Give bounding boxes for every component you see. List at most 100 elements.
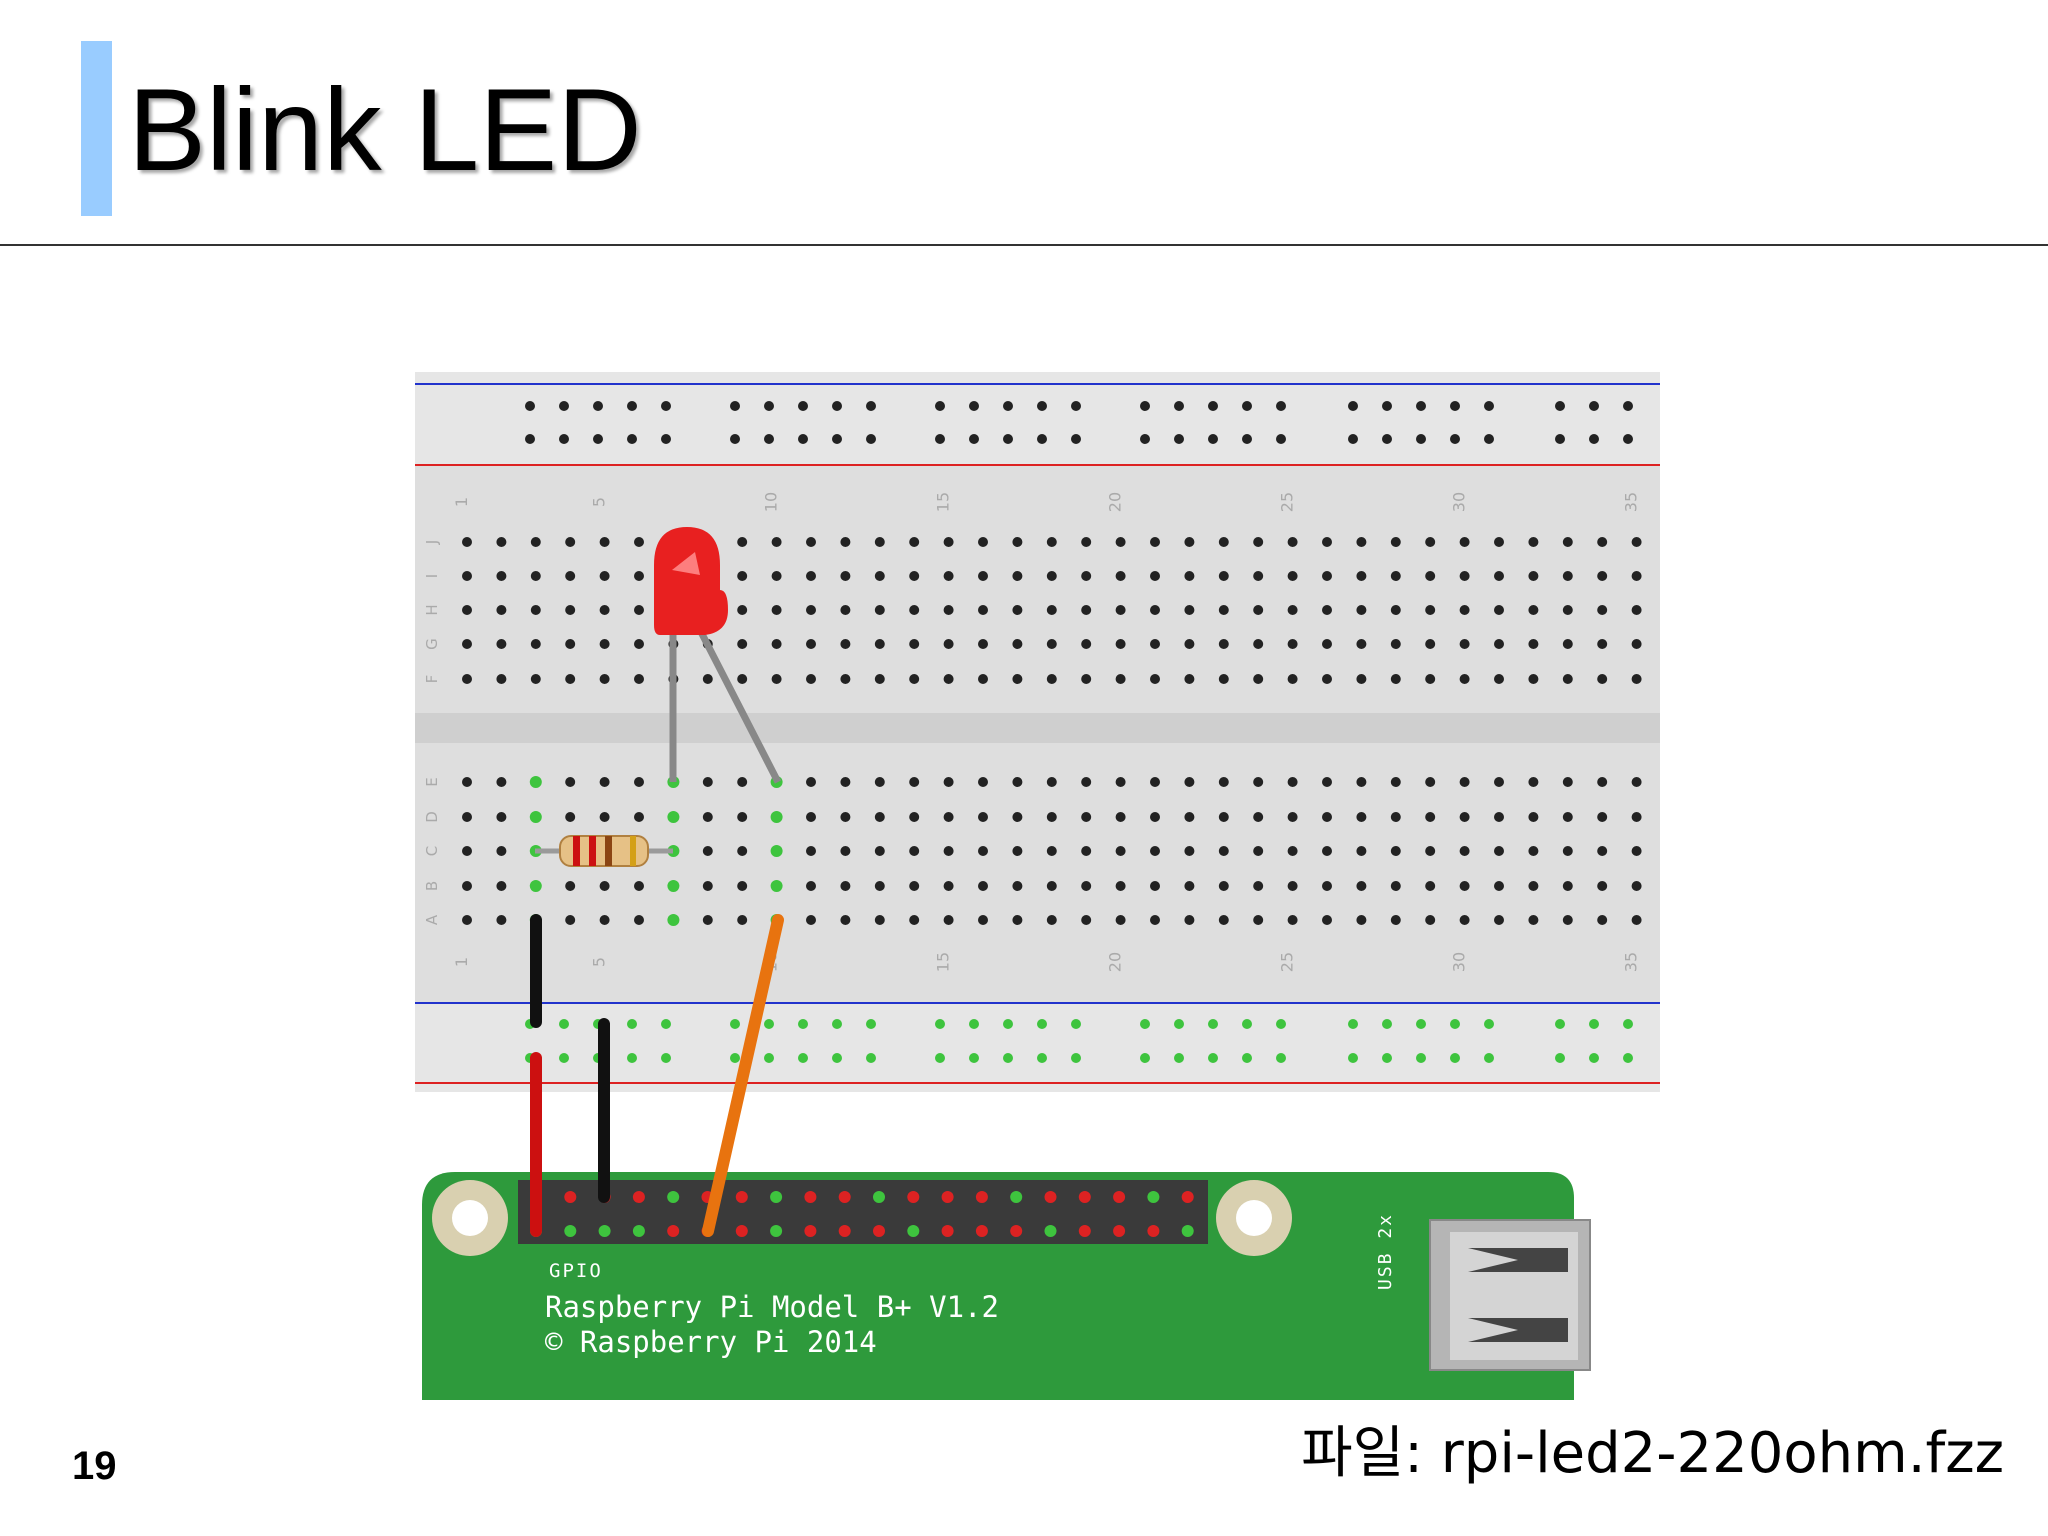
power-rail-hole bbox=[1623, 1019, 1633, 1029]
breadboard-hole bbox=[667, 880, 680, 892]
power-rail-hole bbox=[764, 1019, 774, 1029]
breadboard-hole bbox=[737, 605, 748, 615]
breadboard-hole bbox=[909, 639, 920, 649]
breadboard-hole bbox=[1459, 639, 1470, 649]
breadboard-hole bbox=[806, 537, 816, 547]
breadboard-hole bbox=[1528, 674, 1539, 684]
breadboard-hole bbox=[1356, 812, 1367, 822]
breadboard-hole bbox=[1390, 639, 1401, 649]
breadboard-hole bbox=[737, 571, 748, 581]
power-rail-hole bbox=[832, 434, 842, 444]
breadboard-hole bbox=[1218, 605, 1229, 615]
power-rail-hole bbox=[559, 1053, 569, 1063]
power-rail-hole bbox=[1242, 434, 1252, 444]
breadboard-hole bbox=[1046, 881, 1057, 891]
breadboard-hole bbox=[1081, 915, 1092, 925]
power-rail-hole bbox=[798, 1019, 808, 1029]
breadboard-hole bbox=[1631, 537, 1642, 547]
power-rail-hole bbox=[1174, 434, 1184, 444]
breadboard-hole bbox=[840, 846, 851, 856]
power-rail-hole bbox=[1416, 434, 1426, 444]
breadboard-hole bbox=[737, 639, 748, 649]
breadboard-hole bbox=[1184, 777, 1195, 787]
breadboard-hole bbox=[1081, 571, 1092, 581]
breadboard-hole bbox=[1218, 571, 1229, 581]
breadboard-hole bbox=[1494, 639, 1504, 649]
breadboard-hole bbox=[1046, 674, 1057, 684]
breadboard-hole bbox=[1012, 674, 1023, 684]
breadboard-hole bbox=[1562, 777, 1573, 787]
gpio-pin bbox=[598, 1225, 611, 1237]
breadboard-hole bbox=[599, 881, 610, 891]
power-rail-hole bbox=[1484, 434, 1494, 444]
breadboard-hole bbox=[874, 846, 885, 856]
breadboard-hole bbox=[1597, 846, 1608, 856]
breadboard-hole bbox=[1356, 674, 1367, 684]
column-number: 1 bbox=[452, 957, 471, 967]
breadboard-hole bbox=[634, 571, 644, 581]
column-number: 20 bbox=[1106, 492, 1125, 512]
breadboard-hole bbox=[1287, 537, 1298, 547]
breadboard-hole bbox=[874, 605, 885, 615]
breadboard-hole bbox=[1631, 639, 1642, 649]
power-rail-hole bbox=[730, 1053, 740, 1063]
breadboard-hole bbox=[702, 846, 713, 856]
led-highlight bbox=[672, 552, 700, 575]
power-rail-hole bbox=[798, 434, 808, 444]
breadboard-hole bbox=[1218, 537, 1229, 547]
breadboard-hole bbox=[1081, 777, 1092, 787]
power-rail-hole bbox=[1623, 401, 1633, 411]
breadboard-hole bbox=[1597, 605, 1608, 615]
breadboard-hole bbox=[1184, 571, 1195, 581]
breadboard-hole bbox=[496, 571, 507, 581]
power-rail-hole bbox=[935, 401, 945, 411]
breadboard-hole bbox=[1184, 674, 1195, 684]
power-rail-hole bbox=[1003, 1019, 1013, 1029]
breadboard-hole bbox=[462, 605, 472, 615]
power-rail-hole bbox=[1555, 1053, 1565, 1063]
breadboard-hole bbox=[1287, 777, 1298, 787]
breadboard-hole bbox=[737, 674, 748, 684]
breadboard-hole bbox=[1218, 812, 1229, 822]
gpio-pin bbox=[632, 1225, 645, 1237]
breadboard-hole bbox=[1184, 881, 1195, 891]
gpio-pin bbox=[1113, 1191, 1126, 1203]
breadboard-hole bbox=[462, 915, 472, 925]
power-rail-hole bbox=[935, 434, 945, 444]
breadboard-hole bbox=[496, 639, 507, 649]
power-rail-hole bbox=[1003, 434, 1013, 444]
column-number: 1 bbox=[452, 497, 471, 507]
power-rail-hole bbox=[1555, 401, 1565, 411]
gpio-pin bbox=[873, 1191, 885, 1203]
breadboard-hole bbox=[1528, 846, 1539, 856]
breadboard-hole bbox=[978, 881, 988, 891]
power-rail-hole bbox=[866, 401, 876, 411]
mounting-hole-left-center bbox=[452, 1200, 488, 1236]
breadboard-hole bbox=[1390, 674, 1401, 684]
breadboard-hole bbox=[943, 639, 954, 649]
resistor-band-4 bbox=[630, 836, 636, 866]
breadboard-hole bbox=[565, 605, 576, 615]
power-rail-hole bbox=[1623, 1053, 1633, 1063]
breadboard-hole bbox=[1012, 846, 1023, 856]
breadboard-hole bbox=[529, 776, 542, 788]
breadboard-hole bbox=[496, 605, 507, 615]
breadboard-hole bbox=[1081, 881, 1092, 891]
breadboard-hole bbox=[1494, 537, 1504, 547]
breadboard-hole bbox=[1253, 915, 1264, 925]
power-rail-hole bbox=[1037, 1019, 1047, 1029]
breadboard-hole bbox=[806, 915, 816, 925]
power-rail-hole bbox=[1003, 401, 1013, 411]
gpio-pin bbox=[1010, 1191, 1023, 1203]
breadboard-hole bbox=[1046, 639, 1057, 649]
gpio-pin bbox=[564, 1225, 577, 1237]
breadboard-hole bbox=[840, 777, 851, 787]
power-rail-hole bbox=[1071, 401, 1081, 411]
breadboard-hole bbox=[1253, 674, 1264, 684]
breadboard-hole bbox=[771, 537, 782, 547]
breadboard-hole bbox=[1287, 812, 1298, 822]
breadboard-hole bbox=[1150, 915, 1160, 925]
breadboard-hole bbox=[496, 674, 507, 684]
column-number: 25 bbox=[1278, 952, 1297, 972]
breadboard-hole bbox=[1115, 537, 1126, 547]
